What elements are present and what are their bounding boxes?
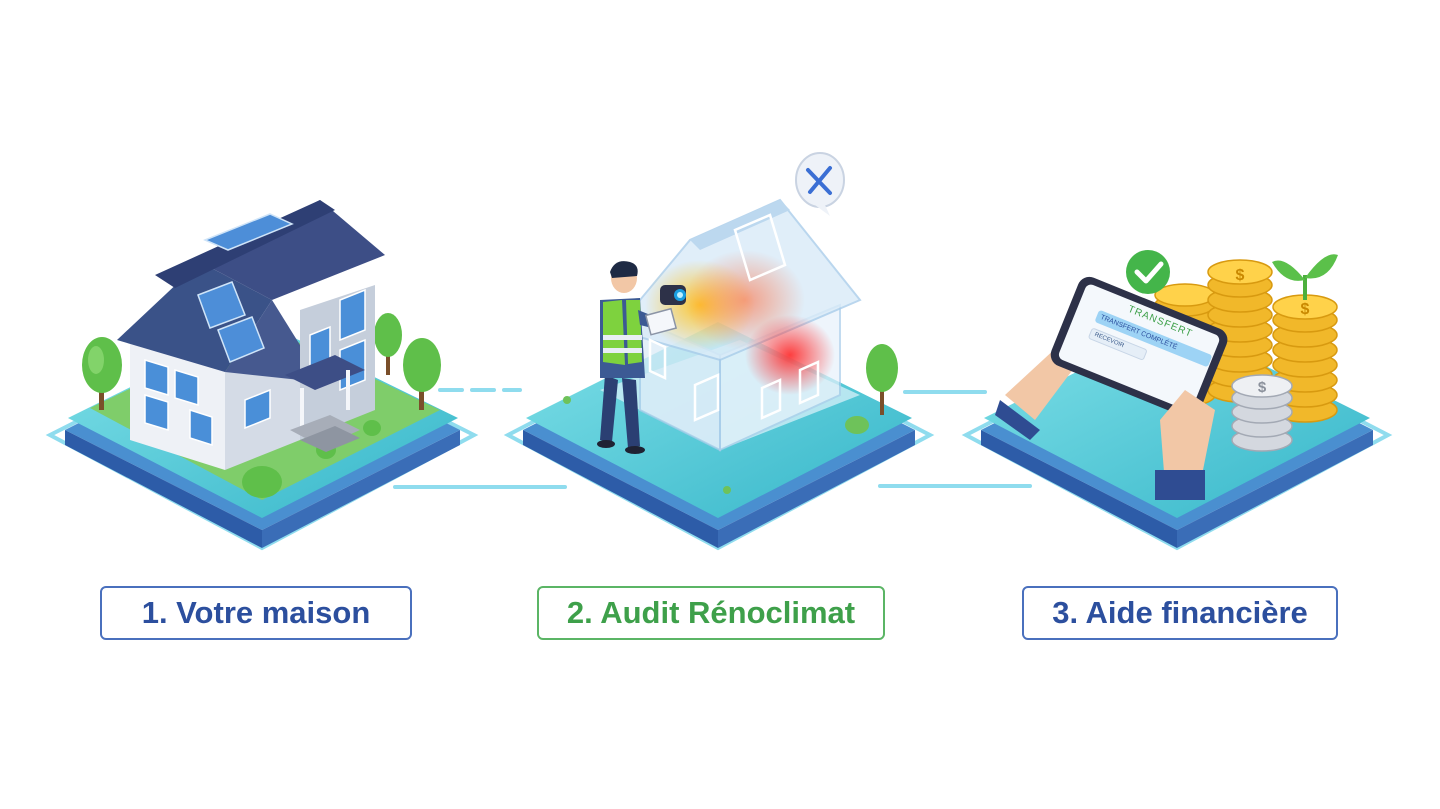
- tree-icon: [82, 337, 122, 410]
- solar-panel-icon: [197, 213, 294, 363]
- sprout-icon: [1272, 254, 1338, 300]
- tablet-receive-label: RECEVOIR: [1093, 331, 1125, 350]
- svg-text:$: $: [1258, 379, 1267, 396]
- tree-icon: [374, 313, 402, 375]
- thermal-camera-icon: [660, 285, 686, 305]
- step-3-label: 3. Aide financière: [1022, 586, 1338, 640]
- svg-text:$: $: [1236, 267, 1245, 284]
- svg-text:$: $: [1301, 301, 1310, 318]
- step-1-label: 1. Votre maison: [100, 586, 412, 640]
- house-icon: [82, 200, 441, 498]
- check-icon: [1126, 250, 1170, 294]
- step-3-text: 3. Aide financière: [1052, 595, 1308, 630]
- tree-icon: [866, 344, 898, 415]
- audit-house: [563, 198, 898, 494]
- step-2-text: 2. Audit Rénoclimat: [566, 595, 856, 630]
- auditor-icon: [597, 261, 678, 454]
- step-2-label: 2. Audit Rénoclimat: [537, 586, 885, 640]
- connector-lines: [393, 388, 1032, 489]
- tools-bubble-icon: [795, 152, 845, 216]
- tree-icon: [403, 338, 441, 410]
- step-1-text: 1. Votre maison: [141, 595, 371, 630]
